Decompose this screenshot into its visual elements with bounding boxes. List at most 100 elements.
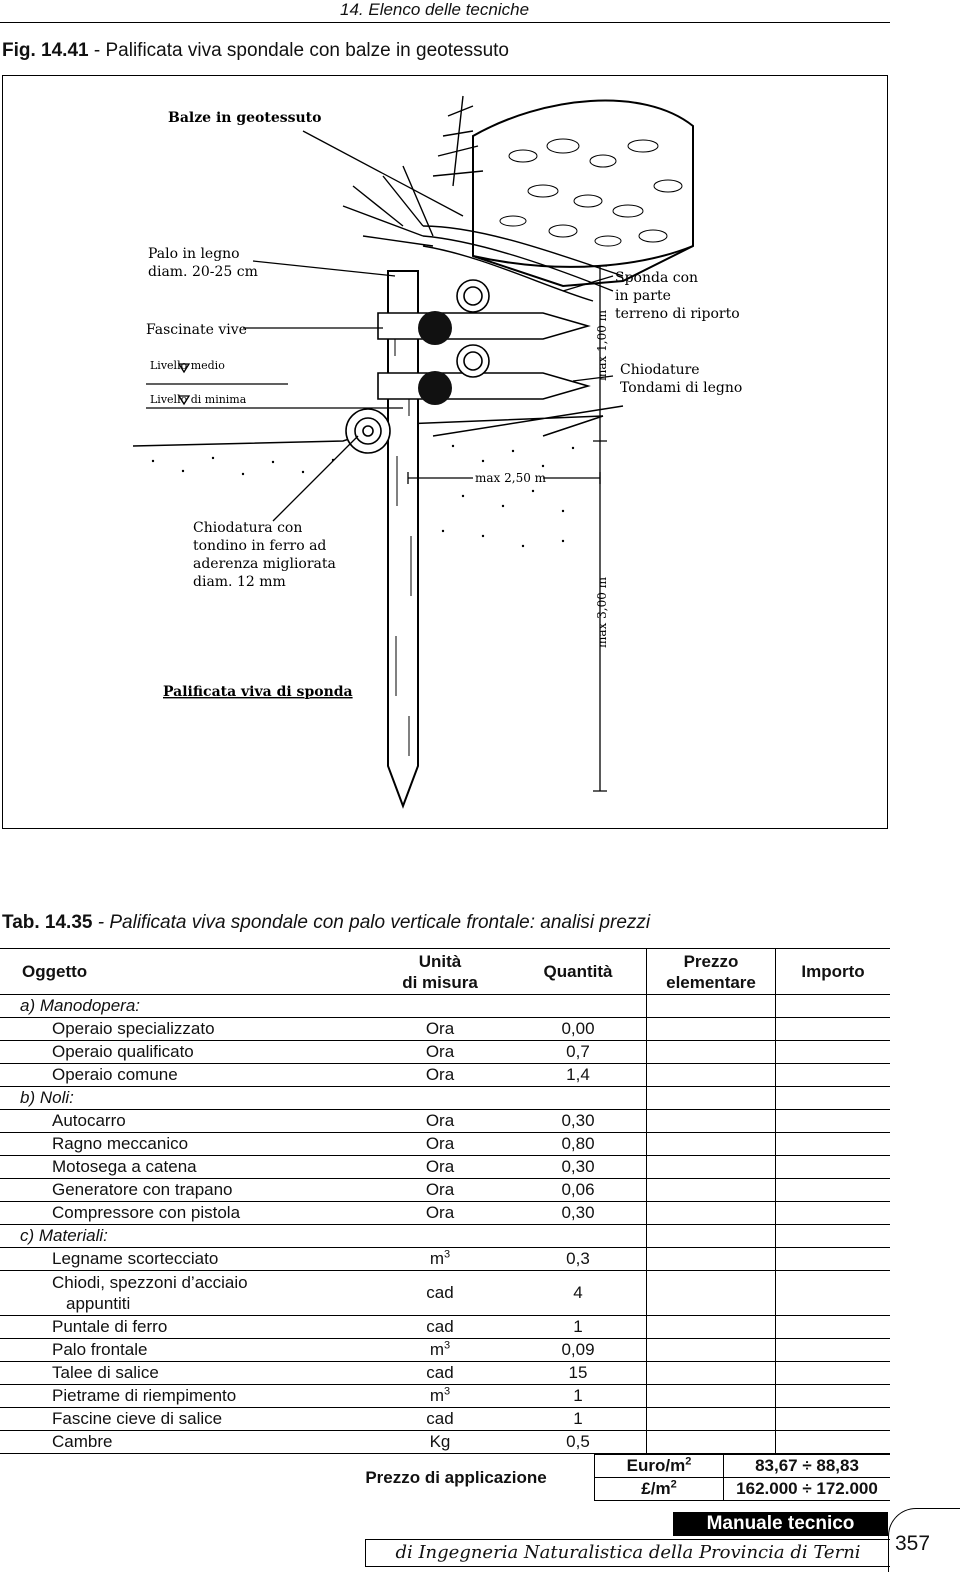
cell-prezzo <box>646 1109 776 1133</box>
header-unita-line2: di misura <box>402 972 478 992</box>
cell-prezzo <box>646 1063 776 1087</box>
unit-exponent: 3 <box>444 1385 451 1398</box>
header-oggetto: Oggetto <box>0 948 370 995</box>
cell-oggetto-line1: Chiodi, spezzoni d’acciaio <box>52 1273 248 1292</box>
figure-caption-number: Fig. 14.41 <box>2 40 89 61</box>
cell-unita: cad <box>370 1361 510 1385</box>
cell-importo <box>775 1315 890 1339</box>
cell-unita: Ora <box>370 1063 510 1087</box>
running-header: 14. Elenco delle tecniche <box>340 0 530 19</box>
cell-unita: m3 <box>370 1247 510 1271</box>
label-max-250: max 2,50 m <box>475 471 547 485</box>
manual-subtitle: di Ingegneria Naturalistica della Provin… <box>365 1539 890 1567</box>
cell-unita: Ora <box>370 1017 510 1041</box>
cell-unita: Ora <box>370 1040 510 1064</box>
vertical-pile <box>387 270 419 809</box>
palificata-diagram: Balze in geotessuto Palo in legno diam. … <box>132 95 742 809</box>
cell-prezzo <box>646 1430 776 1454</box>
cell-prezzo <box>646 1361 776 1385</box>
dimension-lines <box>146 130 614 792</box>
cell-quantita <box>510 994 647 1018</box>
cell-prezzo <box>646 1132 776 1156</box>
cell-importo <box>775 1201 890 1225</box>
cell-importo <box>775 1224 890 1248</box>
bank-vegetation <box>342 95 694 302</box>
summary-label: Prezzo di applicazione <box>318 1454 595 1501</box>
cell-importo <box>775 1361 890 1385</box>
cell-unita: Ora <box>370 1155 510 1179</box>
unit-text: Ora <box>425 1180 455 1199</box>
cell-importo <box>775 1155 890 1179</box>
cell-quantita: 0,09 <box>510 1338 647 1362</box>
cell-unita: Ora <box>370 1178 510 1202</box>
cell-oggetto: Fascine cieve di salice <box>0 1407 370 1431</box>
label-palo-2: diam. 20-25 cm <box>148 264 258 280</box>
cell-quantita: 15 <box>510 1361 647 1385</box>
unit-text: Ora <box>425 1111 455 1130</box>
summary-row-euro: Prezzo di applicazione Euro/m2 83,67 ÷ 8… <box>318 1454 890 1501</box>
cell-oggetto: Ragno meccanico <box>0 1132 370 1156</box>
cell-importo <box>775 1430 890 1454</box>
cell-quantita: 0,00 <box>510 1017 647 1041</box>
cell-oggetto: Operaio comune <box>0 1063 370 1087</box>
diagram-labels: Balze in geotessuto Palo in legno diam. … <box>146 110 742 700</box>
label-max-100: max 1,00 m <box>595 309 609 381</box>
figure-caption: Fig. 14.41 - Palificata viva spondale co… <box>2 40 509 62</box>
label-diagram-title: Palificata viva di sponda <box>163 684 353 700</box>
cell-oggetto: Puntale di ferro <box>0 1315 370 1339</box>
header-rule <box>0 22 890 23</box>
cell-unita: cad <box>370 1407 510 1431</box>
cell-unita: Ora <box>370 1201 510 1225</box>
cell-importo <box>775 1063 890 1087</box>
cell-unita: cad <box>370 1315 510 1339</box>
unit-text: Ora <box>425 1065 455 1084</box>
cell-prezzo <box>646 994 776 1018</box>
unit-text: Ora <box>425 1042 455 1061</box>
cell-importo <box>775 1109 890 1133</box>
cell-importo <box>775 1270 890 1316</box>
label-tondami: Tondami di legno <box>620 380 742 396</box>
unit-text: cad <box>426 1283 454 1302</box>
section-row: a) Manodopera: <box>0 994 890 1018</box>
label-chiod-4: diam. 12 mm <box>193 574 286 590</box>
summary-row-lire: £/m2 162.000 ÷ 172.000 <box>318 1477 890 1501</box>
label-chiodature: Chiodature <box>620 362 700 378</box>
cell-importo <box>775 1384 890 1408</box>
cell-quantita: 0,30 <box>510 1201 647 1225</box>
cell-prezzo <box>646 1338 776 1362</box>
label-palo-1: Palo in legno <box>148 246 240 262</box>
horizontal-logs <box>345 279 591 454</box>
fascine-bundles <box>418 311 452 405</box>
unit-exponent: 3 <box>444 1248 451 1261</box>
cell-oggetto: b) Noli: <box>0 1086 370 1110</box>
unit-text: cad <box>426 1363 454 1382</box>
cell-prezzo <box>646 1224 776 1248</box>
cell-quantita: 4 <box>510 1270 647 1316</box>
cell-unita: cad <box>370 1270 510 1316</box>
summary-value-lire: 162.000 ÷ 172.000 <box>723 1477 890 1501</box>
cell-oggetto: Operaio specializzato <box>0 1017 370 1041</box>
label-chiod-3: aderenza migliorata <box>193 556 336 572</box>
figure-frame: Balze in geotessuto Palo in legno diam. … <box>2 75 888 829</box>
cell-quantita: 1 <box>510 1315 647 1339</box>
table-caption-number: Tab. 14.35 <box>2 912 93 933</box>
cell-importo <box>775 1017 890 1041</box>
cell-quantita: 0,30 <box>510 1155 647 1179</box>
cell-unita: m3 <box>370 1384 510 1408</box>
header-prezzo-line2: elementare <box>666 972 756 992</box>
header-prezzo-line1: Prezzo <box>683 951 739 971</box>
label-sponda-3: terreno di riporto <box>615 306 740 322</box>
unit-text: m <box>429 1249 445 1268</box>
cell-quantita: 1 <box>510 1407 647 1431</box>
page-number: 357 <box>895 1532 931 1555</box>
